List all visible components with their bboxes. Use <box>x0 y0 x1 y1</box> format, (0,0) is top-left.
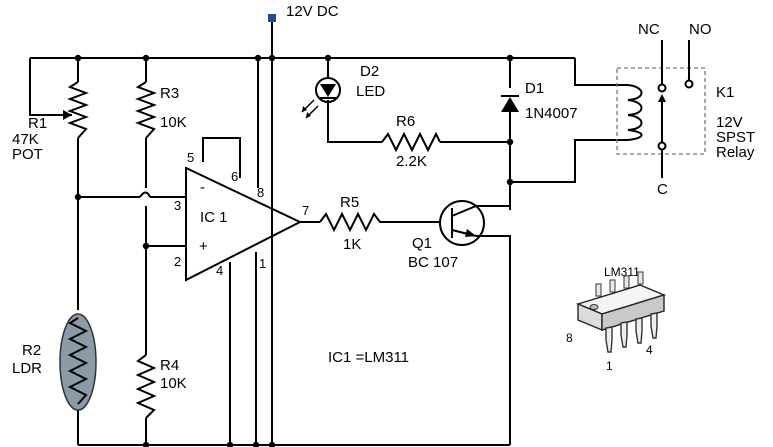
d1-diode: D1 1N4007 <box>501 80 578 122</box>
package-title: LM311 <box>604 265 640 279</box>
k1-c-label: C <box>657 181 668 198</box>
d2-ref: D2 <box>360 63 379 80</box>
ic1-pin3: 3 <box>174 198 181 213</box>
r4-ref: R4 <box>160 357 179 374</box>
package-pin8: 8 <box>566 331 573 345</box>
r6-ref: R6 <box>396 113 415 130</box>
r3-value: 10K <box>160 114 187 131</box>
r1-ref: R1 <box>28 115 47 132</box>
r1-value: 47K <box>12 131 39 148</box>
ic1-pin6: 6 <box>231 169 238 184</box>
d1-ref: D1 <box>525 80 544 97</box>
q1-transistor: Q1 BC 107 <box>408 200 511 271</box>
r1-type: POT <box>12 146 43 163</box>
d1-part: 1N4007 <box>525 105 578 122</box>
package-pin4: 4 <box>646 343 653 357</box>
r2-ref: R2 <box>22 342 41 359</box>
k1-line2: SPST <box>716 129 755 146</box>
k1-nc-label: NC <box>638 21 660 38</box>
r4-value: 10K <box>160 375 187 392</box>
package-pin1: 1 <box>606 359 613 373</box>
r5-resistor: R5 1K <box>319 194 385 253</box>
supply-label: 12V DC <box>286 3 339 20</box>
r3-ref: R3 <box>160 85 179 102</box>
r4-resistor: R4 10K <box>135 354 187 419</box>
ic1-comparator: IC 1 - + 5 6 8 3 2 4 1 7 <box>174 150 309 282</box>
q1-part: BC 107 <box>408 254 458 271</box>
ic1-pin4: 4 <box>216 263 223 278</box>
r1-potentiometer: R1 47K POT <box>12 81 89 163</box>
r5-ref: R5 <box>340 194 359 211</box>
ic1-ref: IC 1 <box>200 209 228 226</box>
wires <box>29 20 628 446</box>
r6-resistor: R6 2.2K <box>381 113 441 170</box>
supply-terminal: 12V DC <box>268 3 339 22</box>
ic1-pin8: 8 <box>257 185 264 200</box>
ic1-plus: + <box>199 238 208 255</box>
ic1-pin5: 5 <box>187 150 194 165</box>
lm311-package-illustration: LM311 8 4 1 <box>566 265 667 373</box>
k1-line1: 12V <box>716 114 743 131</box>
d2-type: LED <box>356 83 385 100</box>
ic1-minus: - <box>200 179 205 196</box>
k1-relay: NC NO C K1 12V SPST Relay <box>616 21 755 198</box>
r5-value: 1K <box>343 236 361 253</box>
d2-led: D2 LED <box>301 63 385 119</box>
r2-ldr: R2 LDR <box>12 313 97 411</box>
r2-type: LDR <box>12 360 42 377</box>
k1-line3: Relay <box>716 144 755 161</box>
q1-ref: Q1 <box>412 235 432 252</box>
ic1-pin2: 2 <box>174 254 181 269</box>
junction-dots <box>74 54 514 447</box>
k1-ref: K1 <box>716 84 734 101</box>
r3-resistor: R3 10K <box>135 81 187 139</box>
k1-no-label: NO <box>689 21 712 38</box>
ic1-note: IC1 =LM311 <box>328 349 409 366</box>
ic1-pin1: 1 <box>259 256 266 271</box>
ic1-pin7: 7 <box>302 203 309 218</box>
r6-value: 2.2K <box>396 153 427 170</box>
